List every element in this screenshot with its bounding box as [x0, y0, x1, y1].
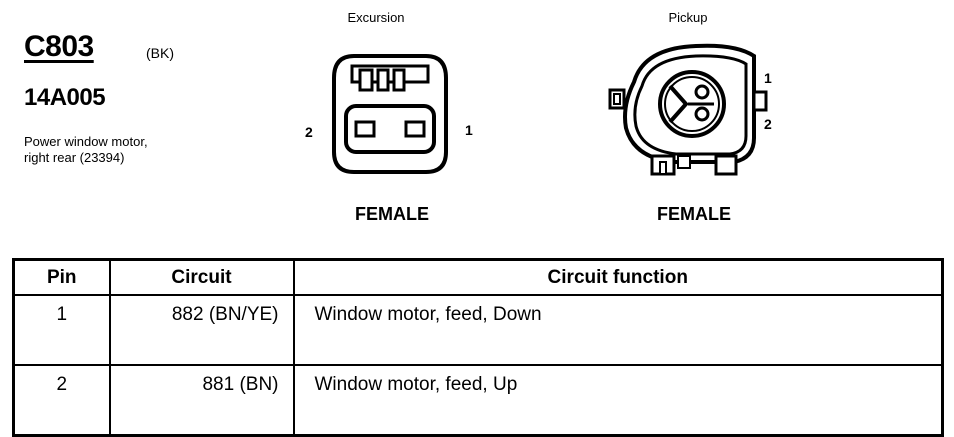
excursion-pin-2-label: 2	[305, 124, 313, 140]
excursion-connector-face-diagram	[332, 54, 448, 174]
part-number: 14A005	[24, 84, 106, 111]
cell-circuit: 882 (BN/YE)	[108, 294, 295, 366]
connector-color-code: (BK)	[146, 45, 174, 61]
excursion-pin-1-label: 1	[465, 122, 473, 138]
header-circuit: Circuit	[108, 258, 295, 296]
cell-circuit-function: Window motor, feed, Up	[292, 364, 944, 437]
connector-id: C803	[24, 30, 94, 63]
pickup-connector-face-diagram	[608, 43, 768, 176]
excursion-gender-label: FEMALE	[355, 204, 429, 224]
table-row: 1 882 (BN/YE) Window motor, feed, Down	[12, 294, 944, 366]
view-title-excursion: Excursion	[347, 10, 405, 25]
table-row: 2 881 (BN) Window motor, feed, Up	[12, 364, 944, 437]
connector-description: Power window motor, right rear (23394)	[24, 134, 148, 165]
view-title-pickup: Pickup	[668, 10, 708, 25]
pickup-gender-label: FEMALE	[657, 204, 731, 224]
cell-pin: 1	[12, 294, 111, 366]
pickup-pin-2-label: 2	[764, 116, 772, 132]
cell-circuit-function: Window motor, feed, Down	[292, 294, 944, 366]
cell-circuit: 881 (BN)	[108, 364, 295, 437]
pickup-pin-1-label: 1	[764, 70, 772, 86]
table-header-row: Pin Circuit Circuit function	[12, 258, 944, 296]
cell-pin: 2	[12, 364, 111, 437]
header-pin: Pin	[12, 258, 111, 296]
pinout-table: Pin Circuit Circuit function 1 882 (BN/Y…	[12, 258, 944, 437]
header-circuit-function: Circuit function	[292, 258, 944, 296]
